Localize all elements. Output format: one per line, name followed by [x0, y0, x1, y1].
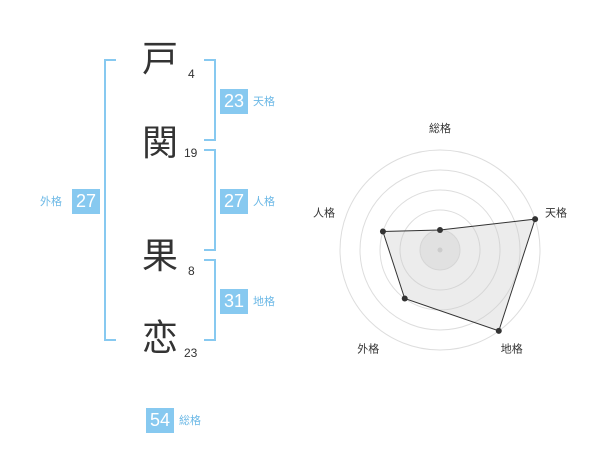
radar-polygon	[382, 218, 536, 332]
stroke-count-1: 4	[188, 67, 195, 81]
stroke-count-2: 19	[184, 146, 198, 160]
soukaku-label: 総格	[179, 414, 201, 427]
name-char-3: 果	[142, 236, 179, 277]
radar-axis-label: 人格	[313, 205, 335, 219]
radar-point	[401, 295, 408, 302]
tenkaku-bracket	[204, 59, 216, 141]
tenkaku-label: 天格	[253, 95, 275, 108]
radar-point	[495, 327, 502, 334]
gaikaku-bracket	[104, 59, 116, 341]
jinkaku-label: 人格	[253, 195, 275, 208]
name-char-1: 戸	[142, 39, 179, 80]
radar-axis-label: 地格	[501, 342, 523, 356]
radar-point	[437, 227, 443, 233]
stroke-count-3: 8	[188, 264, 195, 278]
radar-axis-label: 総格	[429, 121, 451, 135]
chikaku-bracket	[204, 259, 216, 341]
soukaku-value: 54	[146, 408, 174, 433]
radar-axis-label: 外格	[357, 342, 379, 356]
tenkaku-value: 23	[220, 89, 248, 114]
chikaku-label: 地格	[253, 295, 275, 308]
jinkaku-bracket	[204, 149, 216, 251]
radar-point	[532, 216, 539, 223]
chikaku-value: 31	[220, 289, 248, 314]
radar-axis-label: 天格	[545, 205, 567, 219]
radar-point	[379, 228, 386, 235]
name-char-2: 関	[142, 123, 179, 164]
name-char-4: 恋	[142, 318, 179, 359]
stroke-count-4: 23	[184, 346, 198, 360]
radar-center	[437, 247, 443, 253]
gaikaku-value: 27	[72, 189, 100, 214]
gaikaku-label: 外格	[40, 195, 62, 208]
jinkaku-value: 27	[220, 189, 248, 214]
